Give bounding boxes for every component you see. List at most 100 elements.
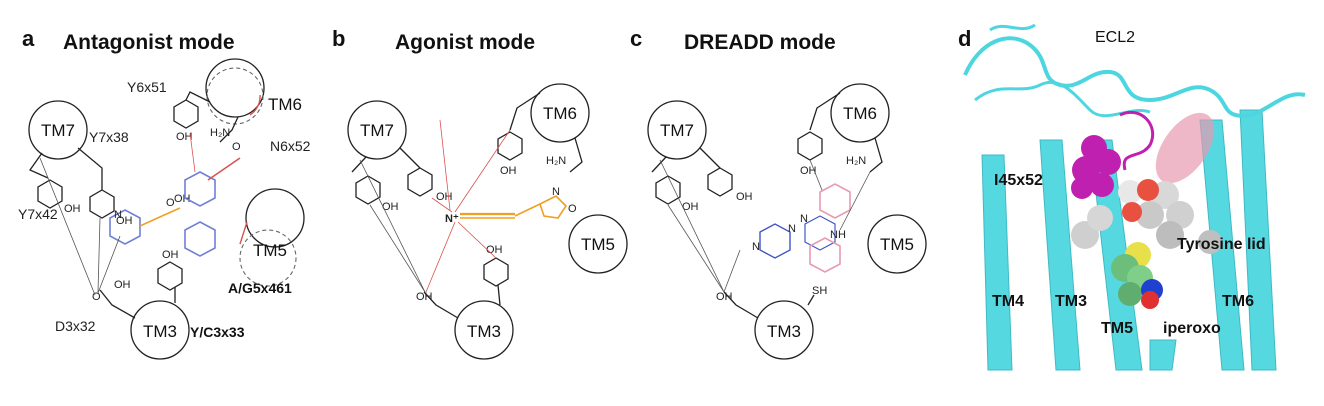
- svg-text:OH: OH: [682, 201, 699, 213]
- svg-text:N: N: [552, 186, 560, 198]
- tm3-label: TM3: [143, 322, 177, 341]
- panel-c-letter: c: [630, 26, 642, 51]
- salt-bridge: [425, 221, 456, 293]
- svg-text:O: O: [92, 291, 101, 303]
- loop-2: [974, 80, 1151, 118]
- svg-text:NH: NH: [830, 229, 846, 241]
- svg-text:N⁺: N⁺: [445, 213, 459, 225]
- tm6-label: TM6: [268, 95, 302, 114]
- tm3-label: TM3: [467, 322, 501, 341]
- cation-pi-4: [457, 221, 497, 259]
- tm3-label: TM3: [767, 322, 801, 341]
- hbond-2: [369, 204, 426, 293]
- tm5-label: TM5: [253, 241, 287, 260]
- svg-text:OH: OH: [174, 193, 191, 205]
- tm5-shift-arrow: [239, 221, 248, 245]
- panel-a-letter: a: [22, 26, 35, 51]
- y6x51-sidechain: OH: [173, 91, 211, 143]
- tm6-label: TM6: [843, 104, 877, 123]
- svg-text:H₂N: H₂N: [846, 155, 866, 167]
- label-tm3: TM3: [1055, 293, 1087, 310]
- tm6-helix-circle: [205, 58, 265, 118]
- magenta-loop: [1119, 110, 1155, 171]
- svg-text:OH: OH: [114, 279, 131, 291]
- hbond-3: [723, 249, 741, 293]
- panel-b: b Agonist mode TM7 TM6 TM5 TM3 OH OH OH …: [332, 26, 628, 360]
- agonist-ligand-iperoxo: N⁺ N O: [445, 186, 577, 225]
- tm6-helix-circle: [830, 83, 890, 143]
- pink-helix-segment: [1155, 112, 1215, 184]
- tm5-helix-circle: [568, 214, 628, 274]
- tyrosine-sidechains: OH OH OH OH H₂N: [651, 92, 883, 319]
- svg-text:OH: OH: [116, 215, 133, 227]
- svg-text:OH: OH: [500, 165, 517, 177]
- tm7-helix-circle: [647, 100, 707, 160]
- d3x32-sidechain: O OH: [92, 279, 136, 319]
- label-tm4: TM4: [992, 293, 1024, 310]
- n6x52-sidechain: H₂N O: [210, 116, 241, 153]
- svg-text:H₂N: H₂N: [546, 155, 566, 167]
- tm7-helix-circle: [347, 100, 407, 160]
- svg-text:N: N: [788, 223, 796, 235]
- svg-text:OH: OH: [416, 291, 433, 303]
- panel-d-letter: d: [958, 26, 971, 51]
- label-tm5: TM5: [1101, 320, 1133, 337]
- hbond-1: [359, 159, 426, 293]
- y7x42-sidechain: OH: [29, 152, 81, 215]
- svg-text:OH: OH: [716, 291, 733, 303]
- contact-y6x51: [189, 132, 196, 173]
- hbond-2: [667, 204, 725, 293]
- svg-text:O: O: [568, 203, 577, 215]
- y-c3x33-sidechain: OH: [157, 249, 183, 303]
- label-y-c3x33: Y/C3x33: [190, 324, 245, 340]
- tm3-helix-circle: [754, 300, 814, 360]
- svg-text:H₂N: H₂N: [210, 127, 230, 139]
- tm5-label: TM5: [880, 235, 914, 254]
- cation-pi-2: [439, 119, 451, 211]
- iperoxo-spheres: [1111, 242, 1163, 309]
- cation-pi-3: [454, 129, 511, 213]
- label-tyrosine-lid: Tyrosine lid: [1177, 236, 1266, 253]
- tyrosine-lid-spheres: [1071, 179, 1222, 254]
- tm5-rotation-dashed: [239, 229, 297, 287]
- label-i45x52: I45x52: [994, 172, 1043, 189]
- panel-b-title: Agonist mode: [395, 31, 535, 54]
- tm3-helix-circle: [454, 300, 514, 360]
- svg-text:O: O: [166, 197, 175, 209]
- antagonist-ligand: N O OH: [109, 171, 216, 257]
- svg-text:O: O: [232, 141, 241, 153]
- label-iperoxo: iperoxo: [1163, 320, 1221, 337]
- hbond-1: [659, 159, 725, 293]
- hbond-n6x52: [207, 157, 241, 181]
- label-a-g5x461: A/G5x461: [228, 280, 292, 296]
- label-y6x51: Y6x51: [127, 79, 167, 95]
- hbond-y7x42: [39, 157, 96, 296]
- tm6-rotation-arrow: [249, 94, 261, 116]
- svg-text:N: N: [752, 241, 760, 253]
- tm6-label: TM6: [543, 104, 577, 123]
- contact-1: [809, 159, 823, 191]
- hbond-ligand-d3x32: [97, 235, 121, 294]
- loop-3: [989, 23, 1036, 32]
- tm3-helix-circle: [130, 300, 190, 360]
- hbond-y7x38: [97, 217, 101, 293]
- i45x52-spheres: [1071, 135, 1121, 199]
- label-tm6: TM6: [1222, 293, 1254, 310]
- panel-a-title: Antagonist mode: [63, 31, 235, 54]
- tm5-helix-circle: [245, 188, 305, 248]
- tm5-label: TM5: [581, 235, 615, 254]
- y7x38-sidechain: OH: [77, 147, 133, 227]
- svg-text:OH: OH: [486, 244, 503, 256]
- panel-c-title: DREADD mode: [684, 31, 836, 54]
- tm7-label: TM7: [360, 121, 394, 140]
- dreadd-ligand: N N N NH SH: [752, 183, 851, 297]
- panel-d: d: [958, 23, 1306, 371]
- tyrosine-sidechains: OH OH OH OH OH H₂N: [351, 92, 583, 319]
- helix-cylinders: [981, 109, 1277, 371]
- cation-pi-1: [431, 197, 453, 213]
- svg-text:OH: OH: [162, 249, 179, 261]
- tm7-helix-circle: [28, 100, 88, 160]
- svg-text:OH: OH: [176, 131, 193, 143]
- label-ecl2: ECL2: [1095, 29, 1135, 46]
